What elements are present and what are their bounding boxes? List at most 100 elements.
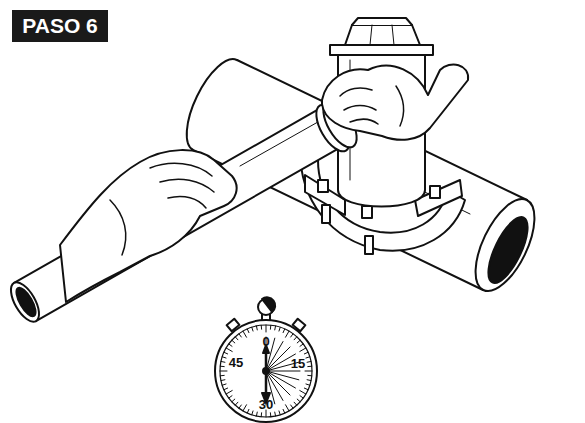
stopwatch-part [270,413,271,417]
main-pipe-part [481,212,536,288]
branch-pipe [5,109,341,326]
branch-pipe-part [14,109,341,321]
stopwatch-part [306,384,310,385]
stopwatch-part [229,396,232,398]
stopwatch-part [300,344,303,346]
right-hand-part [340,88,372,96]
right-hand-part [350,119,378,124]
bolt-part [365,236,373,254]
stopwatch-part [261,325,262,329]
stopwatch-part [252,327,253,331]
stopwatch-part [307,361,311,363]
stopwatch-part [220,366,224,367]
stopwatch-part [239,334,241,337]
stopwatch-part [263,368,269,374]
step-title: PASO 6 [12,10,108,42]
stopwatch [215,297,317,422]
stopwatch-part [270,325,271,329]
saddle-body-part [370,25,372,45]
right-hand-part [396,86,403,126]
stopwatch-part [222,357,226,358]
right-hand-part [322,65,468,140]
stopwatch-part [294,337,297,340]
stopwatch-part [274,326,276,330]
left-hand-part [150,163,212,176]
saddle-body-part [352,18,412,25]
stopwatch-part [247,329,249,333]
stopwatch-part [224,352,228,354]
stopwatch-part [304,352,308,354]
left-hand-part [168,196,206,208]
stopwatch-part [304,388,308,390]
stopwatch-part [305,371,312,372]
stopwatch-part [232,399,235,402]
stopwatch-part [261,413,262,417]
branch-pipe-part [240,118,325,166]
stopwatch-part [306,357,310,358]
stopwatch-part [226,348,232,352]
stopwatch-part [294,402,297,405]
stopwatch-part [266,371,300,372]
dial-number: 45 [229,356,243,369]
stopwatch-part [297,399,300,402]
stopwatch-part [266,325,267,332]
stopwatch-part [300,391,306,395]
stopwatch-part [222,384,226,385]
stopwatch-part [274,412,276,416]
stopwatch-part [283,329,285,333]
stopwatch-part [215,320,317,422]
stopwatch-part [220,371,227,372]
left-hand [60,150,237,302]
stopwatch-part [256,412,258,416]
left-hand-part [110,200,126,255]
bolt-part [430,186,440,198]
illustration-part [5,18,546,422]
stopwatch-part [308,375,312,376]
stopwatch-part [300,348,306,352]
stopwatch-part [300,396,303,398]
stopwatch-part [243,405,247,411]
stopwatch-part [220,375,224,376]
stopwatch-part [232,340,235,343]
stopwatch-part [252,411,253,415]
stopwatch-part [266,410,267,417]
main-pipe-part [463,190,546,299]
stopwatch-part [279,327,280,331]
bolt-part [318,180,328,192]
stopwatch-part [235,337,238,340]
dial-number: 15 [291,357,305,370]
stopwatch-part [291,334,293,337]
stopwatch-part [286,405,290,411]
branch-pipe-part [5,278,44,326]
stopwatch-part [229,344,232,346]
branch-pipe-part [36,147,341,321]
stopwatch-part [262,297,275,312]
stopwatch-part [256,326,258,330]
stopwatch-part [307,379,311,381]
left-hand-part [160,179,214,192]
saddle-body-part [330,45,433,55]
stopwatch-part [221,379,225,381]
stopwatch-part [279,411,280,415]
dial-number: 30 [259,398,273,411]
stopwatch-part [221,361,225,363]
right-hand-part [344,106,376,111]
stopwatch-part [243,331,247,337]
stopwatch-part [224,388,228,390]
stopwatch-part [283,409,285,413]
saddle-body-part [345,25,420,45]
stopwatch-part [226,391,232,395]
stopwatch-part [247,409,249,413]
stopwatch-part [235,402,238,405]
stopwatch-part [308,366,312,367]
bolt-part [362,206,372,218]
left-hand-part [60,150,237,302]
stopwatch-part [297,340,300,343]
right-hand [322,65,468,140]
saddle-body-part [392,25,394,45]
stopwatch-part [220,325,312,417]
stopwatch-part [286,331,290,337]
stopwatch-part [291,405,293,408]
dial-number: 0 [262,335,269,348]
